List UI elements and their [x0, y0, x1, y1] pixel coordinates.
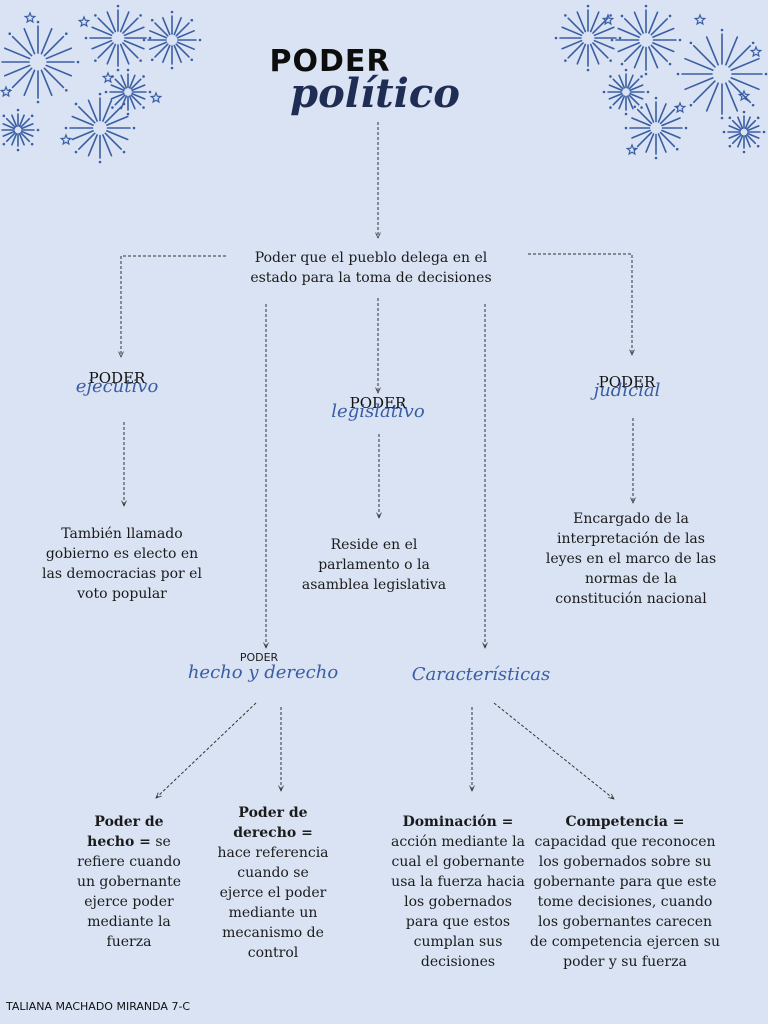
star-decoration: [149, 91, 163, 104]
legislativo-top-label: PODER: [349, 394, 407, 412]
firework-burst: [676, 28, 768, 120]
firework-burst: [624, 96, 688, 160]
title-line1: PODER: [269, 44, 391, 79]
arrow-central-to-ejecutivo: [121, 255, 226, 357]
poder-hecho-text: se refiere cuando un gobernante ejerce p…: [76, 834, 182, 950]
arrow-to-poder-hecho: [156, 702, 257, 798]
legislativo-description: Reside en el parlamento o la asamblea le…: [301, 537, 447, 593]
star-decoration: [601, 13, 615, 26]
star-decoration: [59, 133, 73, 146]
central-concept: Poder que el pueblo delega en el estado …: [250, 250, 492, 286]
star-decoration: [23, 11, 37, 24]
ejecutivo-script-label: ejecutivo: [75, 376, 159, 397]
competencia-definition: Competencia = capacidad que reconocen lo…: [530, 812, 720, 972]
poder-derecho-definition: Poder de derecho = hace referencia cuand…: [216, 803, 330, 963]
star-decoration: [77, 15, 91, 28]
arrow-central-to-judicial: [528, 253, 632, 355]
firework-burst: [142, 10, 202, 70]
hecho-derecho-top-label: PODER: [239, 651, 279, 664]
star-decoration: [0, 85, 13, 98]
poder-hecho-definition: Poder de hecho = se refiere cuando un go…: [70, 812, 188, 952]
legislativo-script-label: legislativo: [331, 401, 425, 422]
judicial-top-label: PODER: [598, 373, 656, 391]
poder-derecho-term: Poder de derecho =: [233, 805, 313, 841]
firework-burst: [602, 68, 650, 116]
dominacion-term: Dominación =: [402, 814, 514, 830]
competencia-text: capacidad que reconocen los gobernados s…: [530, 834, 720, 970]
star-decoration: [737, 89, 751, 102]
dominacion-text: acción mediante la cual el gobernante us…: [391, 834, 525, 970]
hecho-derecho-script-label: hecho y derecho: [187, 662, 339, 683]
firework-burst: [1, 20, 80, 104]
firework-burst: [722, 110, 766, 154]
firework-burst: [104, 68, 152, 116]
ejecutivo-top-label: PODER: [88, 369, 146, 387]
firework-burst: [610, 4, 682, 76]
judicial-script-label: judicial: [593, 380, 661, 401]
author-footer: TALIANA MACHADO MIRANDA 7-C: [6, 1000, 191, 1013]
fireworks-decoration: [0, 4, 768, 164]
star-decoration: [693, 13, 707, 26]
poder-hecho-term: Poder de hecho =: [87, 814, 164, 850]
ejecutivo-description: También llamado gobierno es electo en la…: [42, 526, 202, 602]
star-decoration: [673, 101, 687, 114]
firework-burst: [84, 4, 152, 72]
competencia-term: Competencia =: [565, 814, 685, 830]
star-decoration: [749, 45, 763, 58]
poder-derecho-text: hace referencia cuando se ejerce el pode…: [217, 845, 329, 961]
star-decoration: [625, 143, 639, 156]
star-decoration: [101, 71, 115, 84]
caracteristicas-label: Características: [411, 664, 551, 685]
dominacion-definition: Dominación = acción mediante la cual el …: [389, 812, 527, 972]
firework-burst: [64, 92, 136, 164]
title-line2: político: [290, 70, 460, 117]
judicial-description: Encargado de la interpretación de las le…: [545, 511, 717, 607]
arrow-to-competencia: [493, 702, 614, 799]
firework-burst: [554, 4, 622, 72]
firework-burst: [1, 108, 40, 152]
